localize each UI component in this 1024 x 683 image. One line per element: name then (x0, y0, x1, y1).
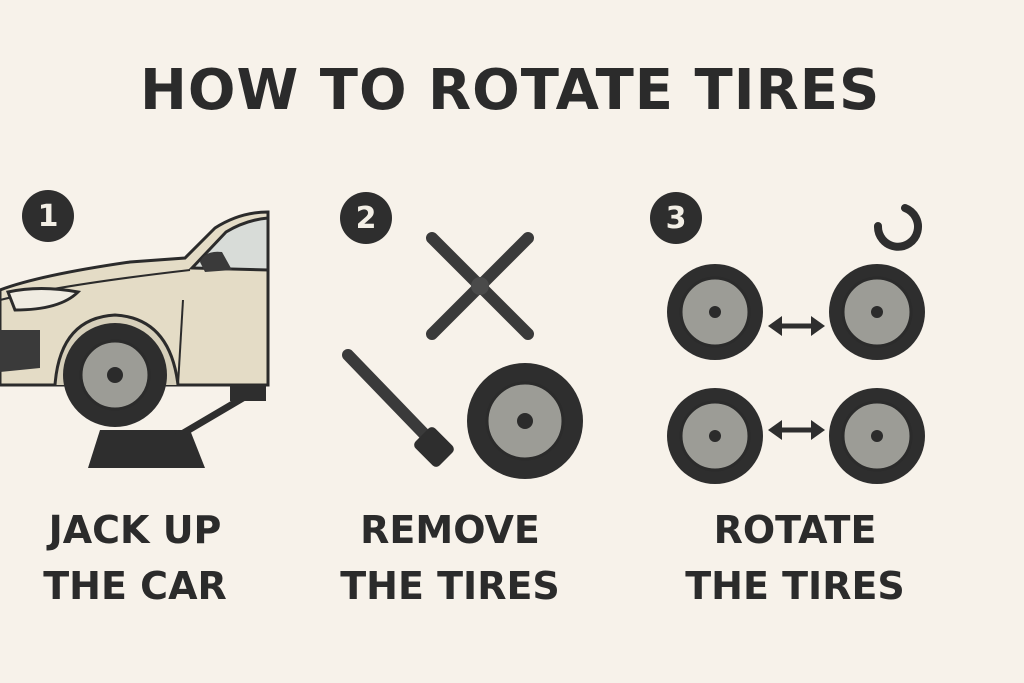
cross-wrench-icon (426, 232, 534, 340)
tire-front-right-icon (829, 264, 925, 360)
tire-rear-right-icon (829, 388, 925, 484)
step-3-caption: ROTATE THE TIRES (680, 502, 910, 614)
tire-front-left-icon (667, 264, 763, 360)
swap-arrow-bottom-icon (768, 420, 825, 440)
tire-rear-left-icon (667, 388, 763, 484)
step-2-badge: 2 (340, 192, 392, 244)
floor-jack-icon (88, 385, 266, 468)
step-3-caption-line2: THE TIRES (685, 564, 905, 608)
step-2-caption-line1: REMOVE (360, 508, 540, 552)
car-icon (0, 210, 270, 427)
tire-icon (467, 363, 583, 479)
step-1-caption-line1: JACK UP (48, 508, 222, 552)
page-title: HOW TO ROTATE TIRES (140, 58, 881, 123)
step-1-caption: JACK UP THE CAR (20, 502, 250, 614)
step-1-badge: 1 (22, 190, 74, 242)
socket-wrench-icon (342, 349, 454, 467)
rotate-indicator-icon (873, 204, 922, 251)
step-2-caption-line2: THE TIRES (340, 564, 560, 608)
step-3-caption-line1: ROTATE (713, 508, 877, 552)
step-1-caption-line2: THE CAR (43, 564, 227, 608)
swap-arrow-top-icon (768, 316, 825, 336)
step-2-caption: REMOVE THE TIRES (330, 502, 570, 614)
step-3-badge: 3 (650, 192, 702, 244)
